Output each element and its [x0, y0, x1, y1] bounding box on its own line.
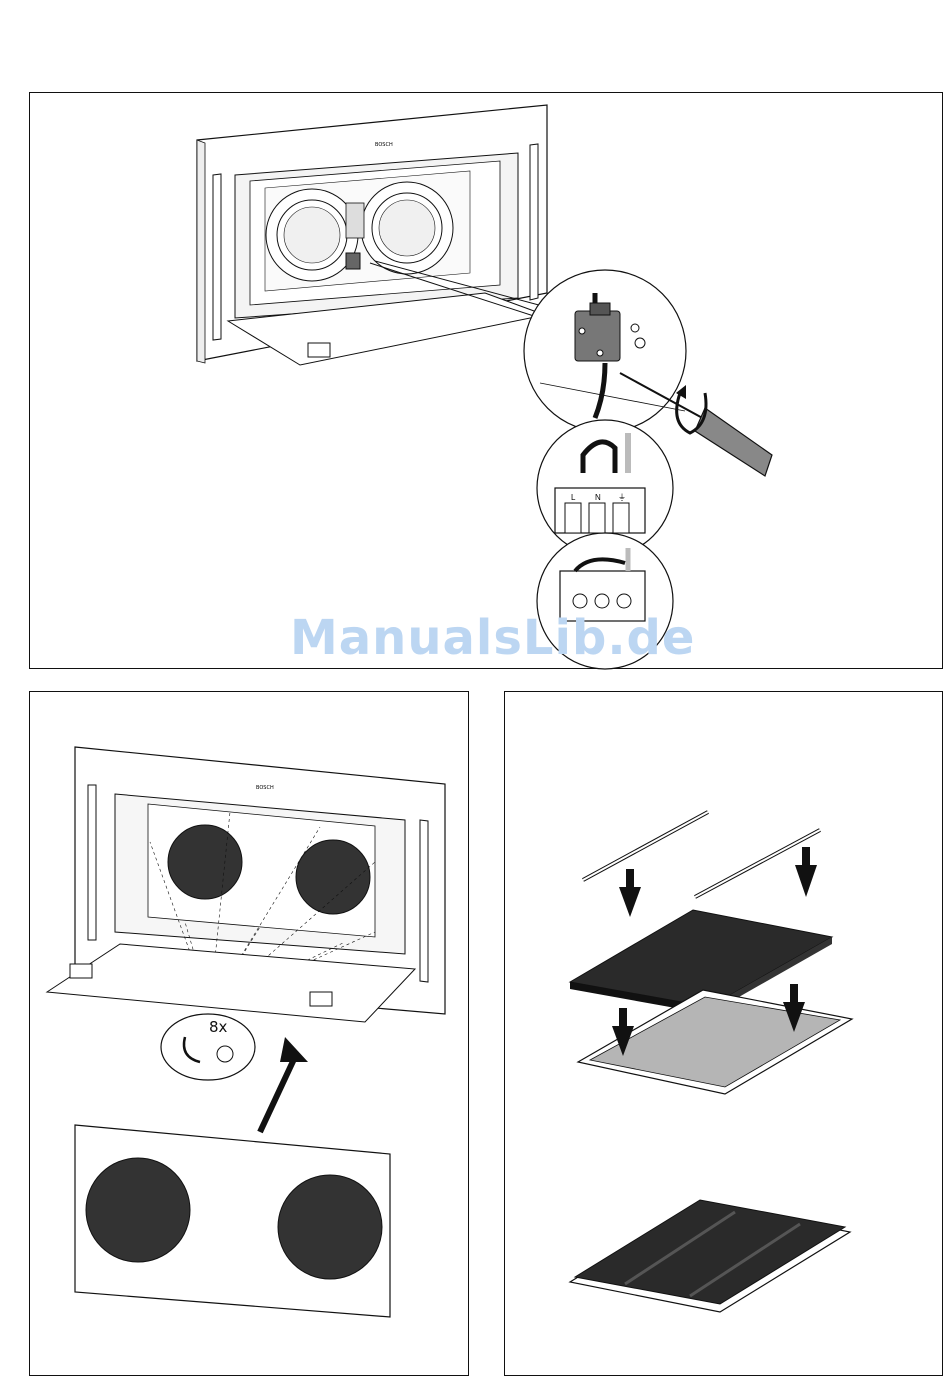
light-strip-right: [530, 144, 538, 300]
arrow-down-icon-1: [619, 887, 641, 917]
arrow-up-icon: [260, 1057, 295, 1132]
terminal-label-earth: ⏚: [618, 493, 626, 502]
hood-brand-label: BOSCH: [375, 142, 393, 148]
wiring-illustration-panel: L N ⏚ BOSCH: [29, 92, 943, 669]
grille-right: [296, 840, 370, 914]
screw-count-label: 8x: [209, 1018, 227, 1036]
light-strip-left: [213, 174, 221, 340]
wiring-illustration: L N ⏚: [30, 93, 944, 670]
filter-assembly-panel: [504, 691, 943, 1376]
screwdriver-handle: [695, 408, 772, 476]
cover-grille-right: [278, 1175, 382, 1279]
light-strip-left-2: [88, 785, 96, 940]
light-strip-right-2: [420, 820, 428, 982]
grille-left: [168, 825, 242, 899]
cover-grille-left: [86, 1158, 190, 1262]
cover-removal-illustration: [30, 692, 470, 1377]
connector-small: [346, 253, 360, 269]
watermark-text: ManualsLib.de: [290, 610, 695, 666]
terminal-label-l: L: [571, 493, 576, 502]
screw-detail-circle: [161, 1014, 255, 1080]
filter-assembly-illustration: [505, 692, 944, 1377]
screw-icon: [217, 1046, 233, 1062]
arrow-down-icon-2: [795, 865, 817, 897]
cover-removal-panel: BOSCH: [29, 691, 469, 1376]
hood-brand-label-2: BOSCH: [256, 785, 274, 791]
terminal-label-n: N: [595, 493, 601, 502]
